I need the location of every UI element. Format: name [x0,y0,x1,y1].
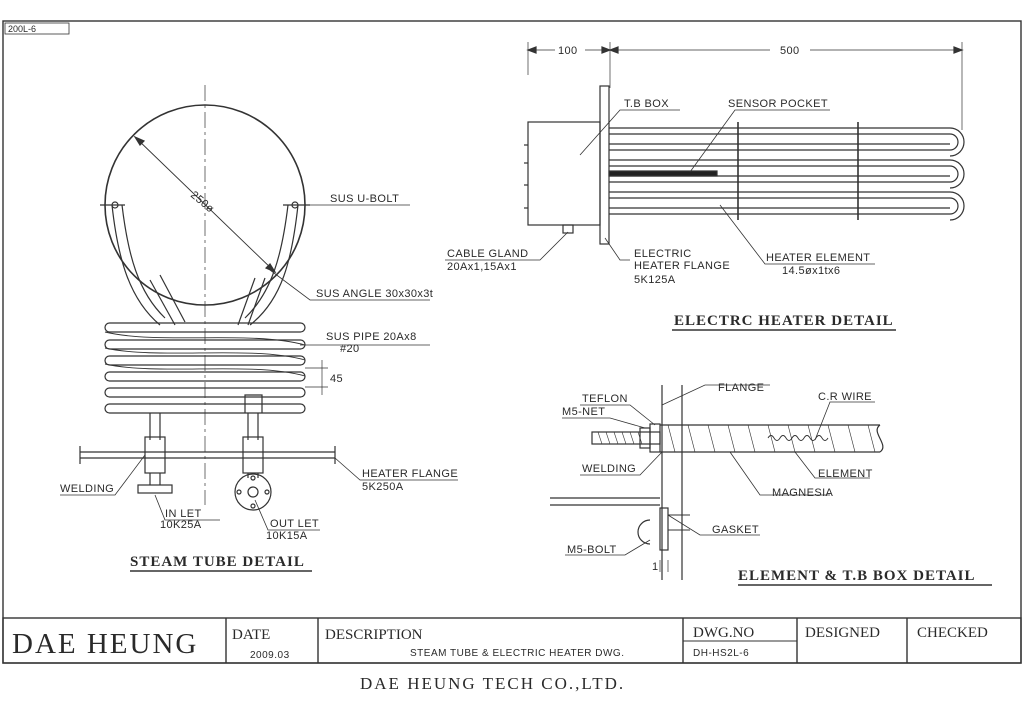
outlet-label-line2: 10K15A [266,530,308,542]
heater-flange-label-line2: 5K250A [362,481,404,493]
designed-label: DESIGNED [805,625,880,641]
steam-tube-title: STEAM TUBE DETAIL [130,554,305,570]
element-detail-drawing [550,384,992,586]
element-label: ELEMENT [818,468,873,480]
magnesia-label: MAGNESIA [772,487,834,499]
heater-flange-label-line1: HEATER FLANGE [362,468,458,480]
element-detail-title: ELEMENT & T.B BOX DETAIL [738,568,976,584]
flange-label: FLANGE [718,382,764,394]
dim-100-label: 100 [558,45,578,57]
date-value: 2009.03 [250,650,290,661]
dwg-no-value: DH-HS2L-6 [693,648,749,659]
electric-heater-title: ELECTRC HEATER DETAIL [674,313,894,329]
outlet-label-line1: OUT LET [270,518,319,530]
inlet-label-line2: 10K25A [160,519,202,531]
pipe-label-line1: SUS PIPE 20Ax8 [326,331,417,343]
detail-welding-label: WELDING [582,463,636,475]
cr-wire-label: C.R WIRE [818,391,872,403]
footer-company: DAE HEUNG TECH CO.,LTD. [360,674,625,693]
teflon-label: TEFLON [582,393,628,405]
steam-tube-drawing [60,85,458,572]
sheet-ref: 200L-6 [8,24,36,34]
tb-box-label: T.B BOX [624,98,669,110]
company-name: DAE HEUNG [12,628,198,660]
checked-label: CHECKED [917,625,988,641]
gasket-label: GASKET [712,524,759,536]
pipe-label-line2: #20 [340,343,360,355]
m5-net-label: M5-NET [562,406,605,418]
electric-heater-drawing [445,42,965,331]
steam-welding-label: WELDING [60,483,114,495]
electric-flange-label-line3: 5K125A [634,274,676,286]
electric-flange-label-line2: HEATER FLANGE [634,260,730,272]
sensor-pocket-label: SENSOR POCKET [728,98,828,110]
inlet-label-line1: IN LET [165,508,202,520]
heater-element-label-line1: HEATER ELEMENT [766,252,870,264]
date-label: DATE [232,627,270,643]
cable-gland-label-line1: CABLE GLAND [447,248,528,260]
dim-1-label: 1 [652,561,659,573]
dwg-no-label: DWG.NO [693,625,754,641]
title-block [2,617,1022,664]
m5-bolt-label: M5-BOLT [567,544,617,556]
u-bolt-label: SUS U-BOLT [330,193,399,205]
pitch-label: 45 [330,373,343,385]
dim-500-label: 500 [780,45,800,57]
angle-label: SUS ANGLE 30x30x3t [316,288,433,300]
electric-flange-label-line1: ELECTRIC [634,248,692,260]
cable-gland-label-line2: 20Ax1,15Ax1 [447,261,517,273]
heater-element-label-line2: 14.5øx1tx6 [782,265,840,277]
description-value: STEAM TUBE & ELECTRIC HEATER DWG. [410,648,625,659]
description-label: DESCRIPTION [325,627,423,643]
